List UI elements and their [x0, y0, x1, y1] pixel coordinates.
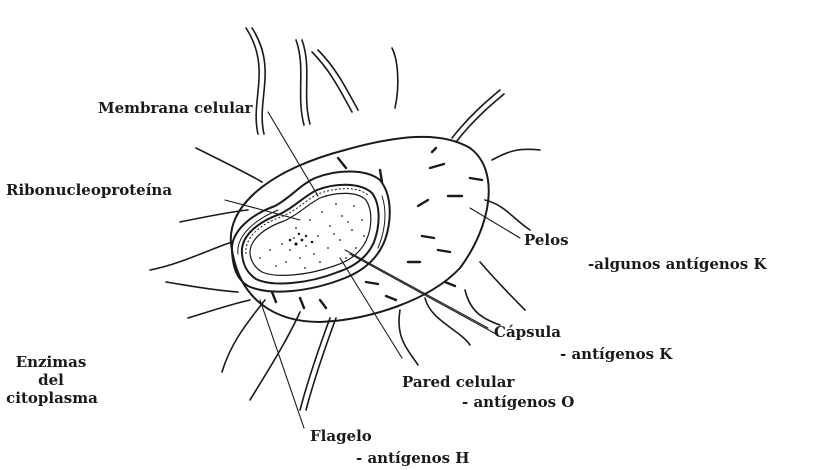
flagellum: [492, 149, 540, 160]
flagellum: [250, 312, 300, 400]
flagellum: [306, 318, 336, 410]
flagellum: [425, 298, 470, 345]
label-flagellum: Flagelo: [310, 428, 372, 445]
label-pili: Pelos: [524, 232, 569, 249]
label-cytoplasm-enzymes-line3: citoplasma: [4, 390, 100, 407]
flagellum: [456, 94, 504, 142]
flagellum: [312, 52, 352, 112]
label-cell-wall-antigens: - antígenos O: [462, 394, 574, 411]
label-cell-wall: Pared celular: [402, 374, 514, 391]
flagellum: [452, 90, 500, 138]
flagellum: [246, 28, 259, 134]
label-flagellum-antigens: - antígenos H: [356, 450, 469, 467]
flagellum: [166, 282, 238, 292]
flagellum: [318, 50, 358, 110]
flagellum: [222, 300, 265, 372]
cell-membrane: [242, 185, 379, 284]
label-cell-membrane: Membrana celular: [98, 100, 253, 117]
label-capsule: Cápsula: [494, 324, 561, 341]
flagellum: [392, 48, 398, 108]
capsule-outline: [231, 137, 489, 322]
flagellum: [480, 262, 525, 310]
flagellum: [296, 40, 304, 125]
flagellum: [302, 40, 310, 124]
flagella: [150, 28, 540, 410]
flagellum: [150, 242, 232, 270]
label-cytoplasm-enzymes-line1: Enzimas: [10, 354, 92, 371]
label-capsule-antigens: - antígenos K: [560, 346, 672, 363]
flagellum: [196, 148, 262, 182]
label-cytoplasm-enzymes-line2: del: [10, 372, 92, 389]
cytoplasm: [250, 193, 371, 275]
label-ribonucleoprotein: Ribonucleoproteína: [6, 182, 172, 199]
label-pili-antigens: -algunos antígenos K: [588, 256, 767, 273]
ribonucleoprotein-granules: [289, 233, 314, 246]
flagellum: [485, 200, 530, 230]
flagellum: [188, 300, 250, 318]
flagellum: [300, 318, 330, 410]
